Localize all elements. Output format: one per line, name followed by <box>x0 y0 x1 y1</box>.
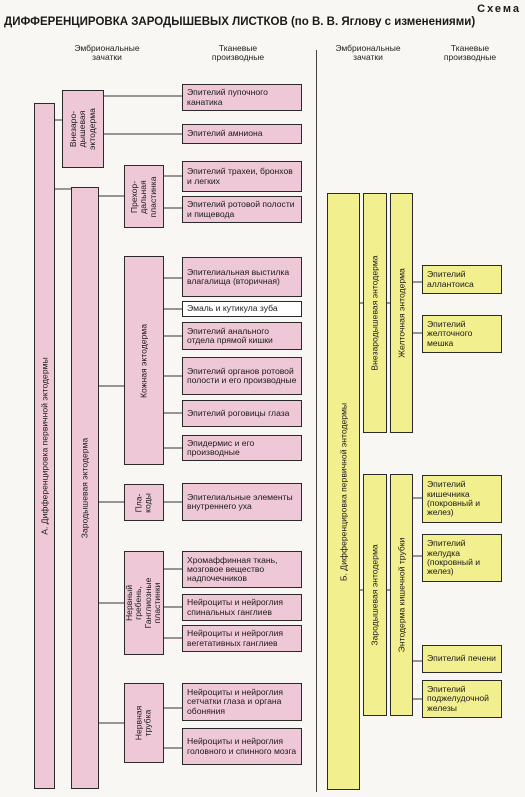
derivative-trachea: Эпителий трахеи, бронхов и легких <box>182 161 302 192</box>
derivative-pancreas-text: Эпителий поджелудочной железы <box>427 684 489 713</box>
prechordal-plate-label: Прехор- дальная пластинка <box>128 176 158 217</box>
derivative-spinal-ganglia: Нейроциты и нейроглия спинальных ганглие… <box>182 594 302 621</box>
derivative-vagina: Эпителиальная выстилка влагалища (вторич… <box>182 257 302 297</box>
column-divider <box>316 50 317 792</box>
derivative-spinal-ganglia-text: Нейроциты и нейроглия спинальных ганглие… <box>187 597 284 617</box>
skin-ectoderm-box: Кожная эктодерма <box>124 256 164 465</box>
derivative-amnion: Эпителий амниона <box>182 124 302 144</box>
derivative-epidermis-text: Эпидермис и его производные <box>187 437 255 457</box>
derivative-inner-ear: Эпителиальные элементы внутреннего уха <box>182 483 302 521</box>
derivative-brain: Нейроциты и нейроглия головного и спинно… <box>182 728 302 765</box>
endoderm-root-label: Б. Дифференцировка первичной энтодермы <box>337 402 348 581</box>
derivative-vagina-text: Эпителиальная выстилка влагалища (вторич… <box>187 266 290 286</box>
extraembryonic-endoderm-label: Внезародышевая энтодерма <box>369 255 380 371</box>
derivative-cornea: Эпителий роговицы глаза <box>182 400 302 427</box>
derivative-oral-organs: Эпителий органов ротовой полости и его п… <box>182 357 302 395</box>
derivative-enamel-text: Эмаль и кутикула зуба <box>187 303 278 314</box>
derivative-vegetative-ganglia: Нейроциты и нейроглия вегетативных гангл… <box>182 625 302 652</box>
derivative-retina: Нейроциты и нейроглия сетчатки глаза и о… <box>182 683 302 721</box>
derivative-yolk-sac: Эпителий желточного мешка <box>422 315 502 353</box>
scheme-label: Схема <box>477 3 521 15</box>
placodes-label: Пла- коды <box>133 492 153 513</box>
column-header-left-embryonic: Эмбриональные зачатки <box>74 43 140 62</box>
derivative-pancreas: Эпителий поджелудочной железы <box>422 680 502 718</box>
derivative-chromaffin: Хромаффинная ткань, мозговое вещество на… <box>182 551 302 588</box>
derivative-umbilical: Эпителий пупочного канатика <box>182 84 302 111</box>
derivative-enamel: Эмаль и кутикула зуба <box>182 301 302 317</box>
embryonic-ectoderm-box: Зародышевая эктодерма <box>71 187 99 789</box>
gut-tube-endoderm-label: Энтодерма кишечной трубки <box>395 537 406 653</box>
derivative-brain-text: Нейроциты и нейроглия головного и спинно… <box>187 736 297 756</box>
derivative-intestine-text: Эпителий кишечника (покровный и желез) <box>427 479 481 518</box>
gut-tube-endoderm-box: Энтодерма кишечной трубки <box>390 474 413 716</box>
derivative-yolk-sac-text: Эпителий желточного мешка <box>427 319 473 348</box>
derivative-vegetative-ganglia-text: Нейроциты и нейроглия вегетативных гангл… <box>187 628 284 648</box>
derivative-oral-cavity-text: Эпителий ротовой полости и пищевода <box>187 199 295 219</box>
page-title: ДИФФЕРЕНЦИРОВКА ЗАРОДЫШЕВЫХ ЛИСТКОВ (по … <box>4 16 476 28</box>
column-header-right-embryonic: Эмбриональные зачатки <box>335 43 401 62</box>
derivative-amnion-text: Эпителий амниона <box>187 128 263 139</box>
extraembryonic-ectoderm-box: Внезаро- дышевая эктодерма <box>62 90 104 168</box>
neural-crest-box: Нервный гребень, Ганглиозные пластинки <box>124 551 164 655</box>
derivative-anal-text: Эпителий анального отдела прямой кишки <box>187 325 273 345</box>
derivative-umbilical-text: Эпителий пупочного канатика <box>187 87 268 107</box>
derivative-oral-cavity: Эпителий ротовой полости и пищевода <box>182 196 302 223</box>
ectoderm-root-label: А. Дифференцировка первичной эктодермы <box>38 357 49 535</box>
derivative-epidermis: Эпидермис и его производные <box>182 435 302 461</box>
derivative-inner-ear-text: Эпителиальные элементы внутреннего уха <box>187 491 293 511</box>
derivative-allantois: Эпителий аллантоиса <box>422 265 502 294</box>
neural-tube-box: Нервная трубка <box>124 683 164 763</box>
embryonic-endoderm-label: Зародышевая энтодерма <box>369 544 380 646</box>
extraembryonic-ectoderm-label: Внезаро- дышевая эктодерма <box>67 108 97 150</box>
embryonic-endoderm-box: Зародышевая энтодерма <box>363 474 387 716</box>
derivative-allantois-text: Эпителий аллантоиса <box>427 269 474 289</box>
column-header-right-tissue: Тканевые производные <box>443 43 497 62</box>
derivative-trachea-text: Эпителий трахеи, бронхов и легких <box>187 166 293 186</box>
derivative-retina-text: Нейроциты и нейроглия сетчатки глаза и о… <box>187 687 284 716</box>
yolk-endoderm-label: Желточная энтодерма <box>395 268 406 358</box>
ectoderm-root-box: А. Дифференцировка первичной эктодермы <box>34 103 55 789</box>
prechordal-plate-box: Прехор- дальная пластинка <box>124 165 164 228</box>
derivative-stomach: Эпителий желудка (покровный и желез) <box>422 534 502 582</box>
column-header-left-tissue: Тканевые производные <box>211 43 265 62</box>
embryonic-ectoderm-label: Зародышевая эктодерма <box>79 437 90 539</box>
placodes-box: Пла- коды <box>124 484 164 521</box>
derivative-oral-organs-text: Эпителий органов ротовой полости и его п… <box>187 365 297 385</box>
derivative-liver-text: Эпителий печени <box>427 653 496 664</box>
derivative-intestine: Эпителий кишечника (покровный и желез) <box>422 475 502 523</box>
endoderm-root-box: Б. Дифференцировка первичной энтодермы <box>327 193 360 790</box>
derivative-stomach-text: Эпителий желудка (покровный и желез) <box>427 538 481 577</box>
derivative-anal: Эпителий анального отдела прямой кишки <box>182 322 302 350</box>
skin-ectoderm-label: Кожная эктодерма <box>138 323 149 398</box>
yolk-endoderm-box: Желточная энтодерма <box>390 193 413 433</box>
neural-crest-label: Нервный гребень, Ганглиозные пластинки <box>124 577 163 629</box>
neural-tube-label: Нервная трубка <box>133 705 153 741</box>
derivative-liver: Эпителий печени <box>422 645 502 673</box>
derivative-chromaffin-text: Хромаффинная ткань, мозговое вещество на… <box>187 554 278 584</box>
derivative-cornea-text: Эпителий роговицы глаза <box>187 407 290 418</box>
extraembryonic-endoderm-box: Внезародышевая энтодерма <box>363 193 387 433</box>
